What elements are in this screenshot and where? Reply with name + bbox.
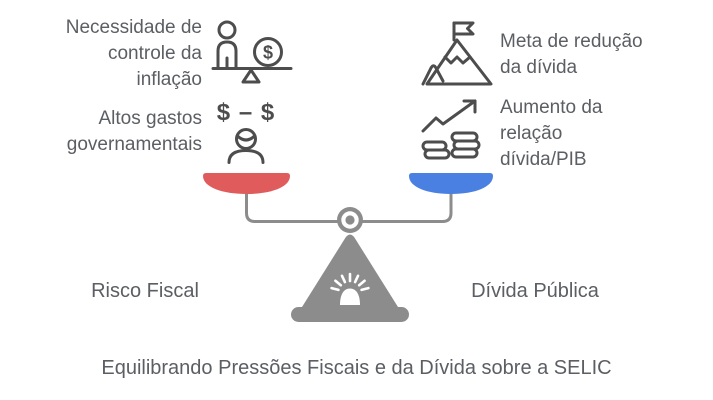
right-item-1-text: Meta de redução da dívida [500, 29, 705, 81]
coin-circle [253, 37, 283, 67]
right-side-label: Dívida Pública [471, 280, 599, 302]
right-beam-arm [358, 191, 453, 223]
person-shoulders [227, 149, 265, 164]
text-line: da dívida [500, 57, 578, 78]
head-chord [236, 134, 256, 142]
text-line: Aumento da [500, 97, 603, 118]
diagram-caption: Equilibrando Pressões Fiscais e da Dívid… [101, 357, 612, 379]
left-pan [203, 173, 290, 194]
text-line: dívida/PIB [500, 149, 587, 170]
right-pan [409, 173, 493, 194]
left-item-2-text: Altos gastos governamentais [8, 106, 202, 158]
flag [452, 21, 475, 36]
spending-person-icon: $ – $ [212, 100, 280, 164]
right-item-2-text: Aumento da relação dívida/PIB [500, 95, 705, 173]
coin-dollar-glyph: $ [263, 43, 273, 63]
alert-bell-icon [330, 272, 370, 305]
dollar-minus-dollar-text: $ – $ [216, 99, 276, 126]
left-item-1-text: Necessidade de controle da inflação [8, 15, 202, 93]
person-head [217, 20, 237, 40]
text-line: Meta de redução [500, 31, 643, 52]
foothill [421, 64, 445, 86]
person-money-balance-icon: $ [211, 20, 293, 88]
pivot-dot [345, 215, 355, 225]
text-line: relação [500, 123, 563, 144]
left-side-label: Risco Fiscal [91, 280, 199, 302]
pedestal-base [291, 307, 409, 322]
growth-arrow-shaft [421, 99, 477, 133]
mountain-flag-icon [421, 19, 495, 86]
text-line: controle da [107, 43, 202, 64]
growth-chart-coins-icon [421, 97, 481, 162]
text-line: Altos gastos [98, 108, 203, 129]
person-body [216, 40, 238, 69]
growth-arrow-head [462, 99, 477, 114]
pedestal [302, 234, 398, 307]
snow-cap [443, 55, 472, 65]
mountain-peak [425, 38, 493, 86]
left-beam-arm [245, 191, 342, 223]
person-head [235, 128, 257, 150]
seesaw-fulcrum [241, 68, 261, 84]
text-line: Necessidade de [65, 17, 202, 38]
coin [423, 148, 451, 160]
coin [450, 147, 479, 159]
text-line: governamentais [66, 134, 202, 155]
text-line: inflação [136, 69, 203, 90]
